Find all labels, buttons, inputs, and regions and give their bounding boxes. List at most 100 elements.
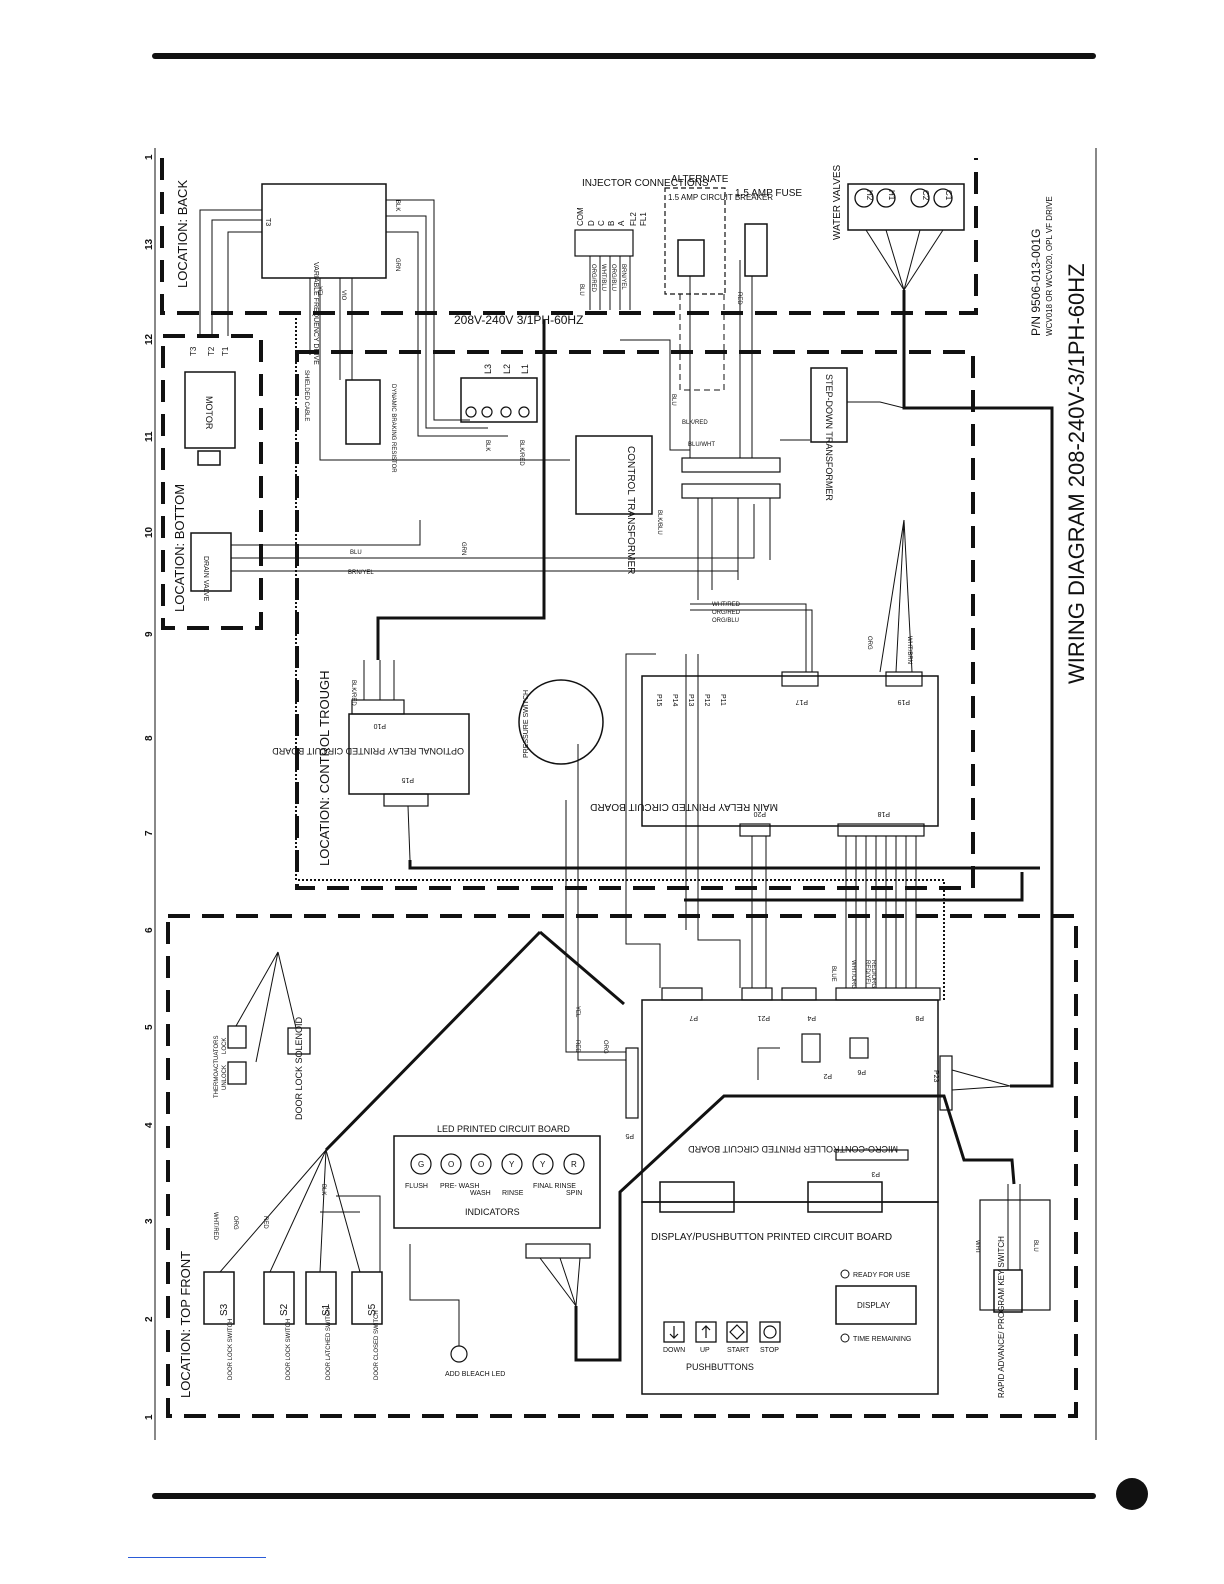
braking-resistor-label: DYNAMIC BRAKING RESISTOR xyxy=(390,384,396,473)
grid_numbers-12-label: 2 xyxy=(144,1316,155,1322)
connectors-p3-label: P3 xyxy=(871,1170,880,1177)
water-valves-label: WATER VALVES xyxy=(832,164,843,240)
grid_numbers-9-label: 5 xyxy=(144,1024,155,1030)
grid_numbers-11-label: 3 xyxy=(144,1218,155,1224)
time-remaining-led-icon xyxy=(840,1333,850,1343)
p10-connector xyxy=(351,699,405,715)
wires-red-label: RED xyxy=(736,292,742,305)
wires-blk_blu-label: BLK/BLU xyxy=(656,510,662,535)
stop-circle-icon xyxy=(763,1325,777,1339)
switches-0-label-label: DOOR LOCK SWITCH xyxy=(228,1319,234,1380)
shielded-cable-run xyxy=(295,318,945,1000)
connectors-p17-label: P17 xyxy=(795,698,808,705)
diagram-circle xyxy=(876,188,896,208)
led_labels-0-label: FLUSH xyxy=(405,1183,428,1190)
diagram-group: BLK GRN YEL VIO BLU ORG/RED WHT/BLU ORG/… xyxy=(212,200,1038,1254)
thermo-unlock-box xyxy=(227,1061,247,1085)
motor-t3: T3 xyxy=(189,346,198,356)
supply-l2: L2 xyxy=(502,364,512,374)
shield-trough-run xyxy=(408,860,1040,870)
diagram-path xyxy=(847,401,905,409)
fuse-label: 1.5 AMP FUSE xyxy=(735,188,802,199)
breaker-label: 1.5 AMP CIRCUIT BREAKER xyxy=(668,193,773,202)
grid_numbers-13-label: 1 xyxy=(144,1414,155,1420)
wires-wht_brn-label: WHT/BRN xyxy=(906,636,912,664)
connectors-p4-label: P4 xyxy=(807,1014,816,1021)
wires-blk_red-label: BLK/RED xyxy=(350,680,356,706)
p19-connector xyxy=(885,671,923,687)
buttons-3-label-label: STOP xyxy=(760,1347,779,1354)
footer-link-underline[interactable] xyxy=(128,1557,266,1558)
diagram-circle xyxy=(910,188,930,208)
switches-3-id-label: S5 xyxy=(367,1303,378,1316)
connectors-p6-label: P6 xyxy=(857,1068,866,1075)
diagram-circle xyxy=(563,1153,585,1175)
p23-connector xyxy=(939,1055,953,1111)
wires-org-label: ORG xyxy=(866,636,872,650)
components-injector_pins-6-label: FL1 xyxy=(639,212,648,226)
wires-org-label: ORG xyxy=(602,1040,608,1054)
diagram-circle xyxy=(470,1153,492,1175)
wires-blu-label: BLU xyxy=(1032,1240,1038,1252)
diagram-path xyxy=(565,800,626,1053)
diagram-path xyxy=(757,1047,780,1080)
model-numbers: WCV018 OR WCV020, OPL VF DRIVE xyxy=(1045,196,1054,336)
breaker-dashed-box xyxy=(664,187,726,295)
connectors-p7-label: P7 xyxy=(689,1014,698,1021)
diagram-circle xyxy=(481,406,493,418)
diagram-circle xyxy=(532,1153,554,1175)
wires-yel-label: YEL xyxy=(574,1006,580,1018)
bottom-rule xyxy=(152,1493,1096,1499)
diagram-group: LOCATION: BACK LOCATION: BOTTOM LOCATION… xyxy=(172,180,332,1398)
door-switches: S3 S2 S1 S5 DOOR LOCK SWITCH DOOR LOCK S… xyxy=(203,1271,383,1380)
connectors-main_pins-1-label: P14 xyxy=(671,694,678,707)
wires-blk_red-label: BLK/RED xyxy=(682,420,708,426)
pressure-switch-label: PRESSURE SWITCH xyxy=(523,690,530,758)
led_letters-4-label: Y xyxy=(540,1160,546,1169)
switches-2-id-label: S1 xyxy=(321,1303,332,1316)
optional-relay-label: OPTIONAL RELAY PRINTED CIRCUIT BOARD xyxy=(272,746,464,756)
components-valves-3-label: C1 xyxy=(944,190,953,201)
diagram-circle xyxy=(933,188,953,208)
connectors-p5-label: P5 xyxy=(625,1132,634,1139)
wires-blk-label: BLK xyxy=(394,200,400,211)
p7-connector xyxy=(661,987,703,1001)
diagram-path xyxy=(386,199,470,421)
wires-wht_blu-label: WHT/BLU xyxy=(600,264,606,291)
components-injector_pins-1-label: D xyxy=(587,220,596,226)
wires-blu-label: BLU xyxy=(578,284,584,296)
ribbon-right xyxy=(807,1181,883,1213)
diagram-group: P7 P21 P4 P8 P5 P23 P6 P2 P3 xyxy=(625,1014,939,1177)
diagram-group: P15 P14 P13 P12 P11 P17 P19 P20 P18 xyxy=(655,694,910,817)
diagram-path xyxy=(219,1149,327,1273)
wires-blue-label: BLUE xyxy=(830,966,836,982)
diagram-rect xyxy=(726,1321,748,1343)
connectors-main_pins-2-label: P13 xyxy=(687,694,694,707)
diagram-group xyxy=(295,318,945,1000)
led_labels-1-label: PRE- WASH xyxy=(440,1183,479,1190)
diagram-path xyxy=(879,519,905,673)
p20-connector xyxy=(739,823,771,837)
diagram-circle xyxy=(518,406,530,418)
vfd-label: VARIABLE FREQUENCY DRIVE xyxy=(312,262,319,365)
diagram-path xyxy=(336,1195,381,1272)
shield-micro-run xyxy=(684,872,1024,902)
diagram-path xyxy=(951,1069,1011,1087)
grid_numbers-7-label: 7 xyxy=(144,830,155,836)
p18-connector xyxy=(837,823,925,837)
back-location-box xyxy=(160,158,978,315)
supply-l3: L3 xyxy=(483,364,493,374)
key-switch-label: RAPID ADVANCE/ PROGRAM KEY SWITCH xyxy=(997,1236,1006,1398)
wires-wht_org-label: WHT/ORG xyxy=(850,960,856,989)
terminal-strip-lower xyxy=(681,483,781,499)
p3-connector xyxy=(835,1149,909,1161)
diagram-rect xyxy=(351,1271,383,1325)
led_letters-2-label: O xyxy=(478,1160,484,1169)
down-arrow-icon xyxy=(669,1326,679,1339)
connectors-p18-label: P18 xyxy=(877,810,890,817)
diagram-path xyxy=(386,231,508,437)
diagram-group xyxy=(465,406,530,418)
connectors-p20-label: P20 xyxy=(753,810,766,817)
grid_numbers-4-label: 10 xyxy=(144,526,155,538)
door-solenoid-label: DOOR LOCK SOLENOID xyxy=(294,1016,304,1120)
